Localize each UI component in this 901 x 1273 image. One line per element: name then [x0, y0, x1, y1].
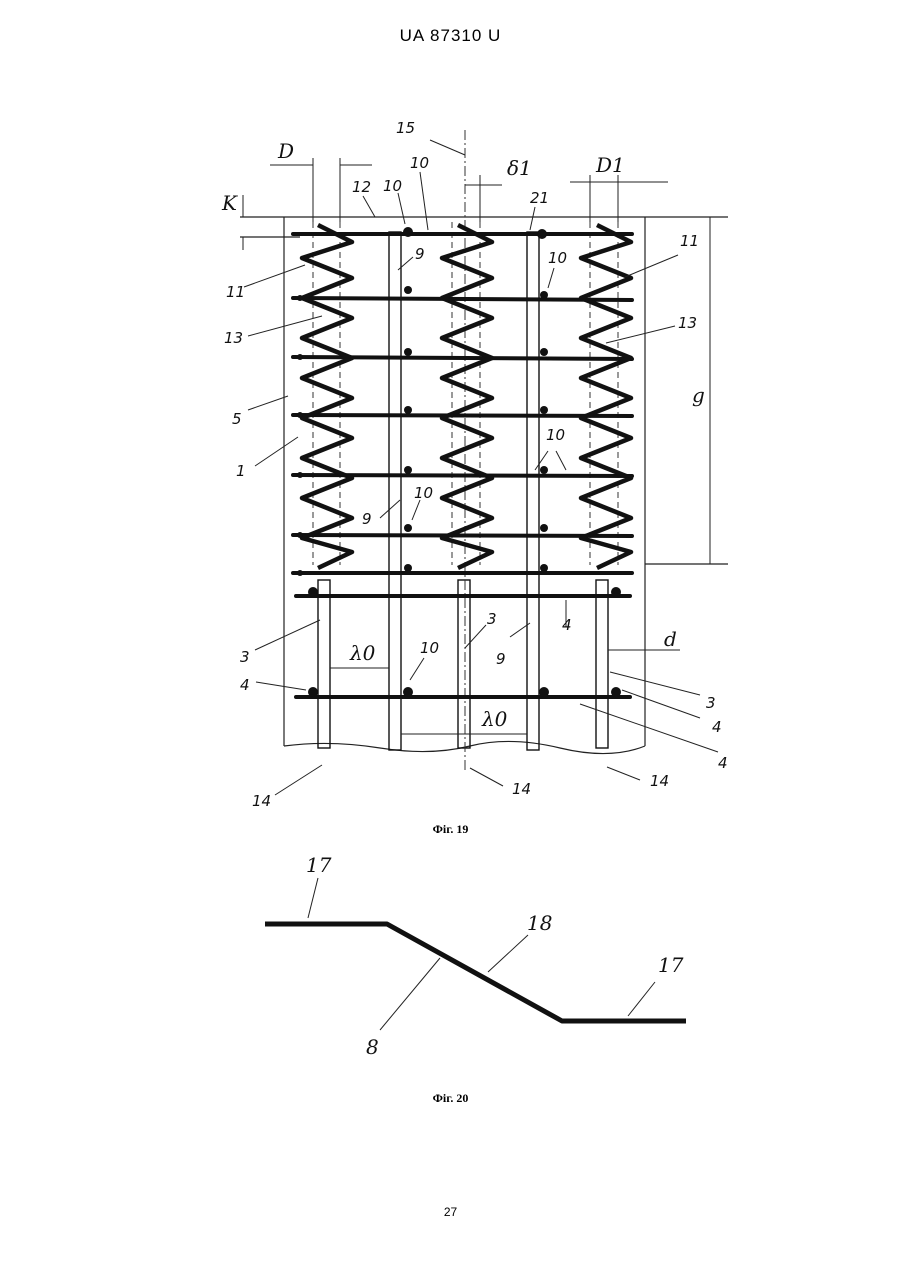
label-14-left: 14	[252, 792, 271, 810]
label-10-top-b: 10	[383, 177, 402, 195]
label-D: D	[277, 139, 294, 163]
label-10-left-mid: 10	[414, 484, 433, 502]
label-lambda0-top: λ0	[349, 641, 376, 665]
label-10-right-top: 10	[548, 249, 567, 267]
label-13-left: 13	[224, 329, 243, 347]
label-10-bottom: 10	[420, 639, 439, 657]
label-10-top-a: 10	[410, 154, 429, 172]
label-13-right: 13	[678, 314, 697, 332]
label-delta1: δ1	[507, 156, 532, 180]
label-17-left: 17	[306, 853, 332, 877]
page-number: 27	[0, 1205, 901, 1219]
figure-19-caption: Фіг. 19	[0, 822, 901, 837]
label-8: 8	[366, 1035, 379, 1059]
figure-20-labels: 17 17 18 8	[306, 853, 684, 1059]
label-12: 12	[352, 178, 371, 196]
label-14-right: 14	[650, 772, 669, 790]
label-10-right-mid: 10	[546, 426, 565, 444]
label-14-mid: 14	[512, 780, 531, 798]
label-11-right: 11	[680, 232, 699, 250]
label-18: 18	[527, 911, 552, 935]
label-11-left: 11	[226, 283, 245, 301]
label-D1: D1	[595, 153, 625, 177]
label-d: d	[664, 627, 677, 651]
label-k: K	[221, 191, 238, 215]
label-4-right: 4	[712, 718, 722, 736]
figure-20-caption: Фіг. 20	[0, 1091, 901, 1106]
figure-20-leaders	[308, 878, 655, 1030]
label-21: 21	[530, 189, 549, 207]
label-3-mid: 3	[487, 610, 497, 628]
label-9-mid: 9	[362, 510, 372, 528]
label-1: 1	[236, 462, 246, 480]
label-4-bottom: 4	[718, 754, 728, 772]
label-g: g	[692, 383, 705, 407]
label-4-mid: 4	[562, 616, 572, 634]
label-3-right: 3	[706, 694, 716, 712]
label-5: 5	[232, 410, 242, 428]
label-17-right: 17	[658, 953, 684, 977]
label-lambda0-bottom: λ0	[481, 707, 508, 731]
label-4-left: 4	[240, 676, 250, 694]
label-3-left: 3	[240, 648, 250, 666]
figure-19-labels: 15 10 10 12 K D δ1 D1 21 11 11 13 13 5 1…	[221, 119, 728, 810]
zigzag-springs	[302, 225, 631, 568]
label-9-bottom: 9	[496, 650, 506, 668]
label-9-top: 9	[415, 245, 425, 263]
figure-20-profile	[265, 924, 686, 1021]
label-15: 15	[396, 119, 415, 137]
